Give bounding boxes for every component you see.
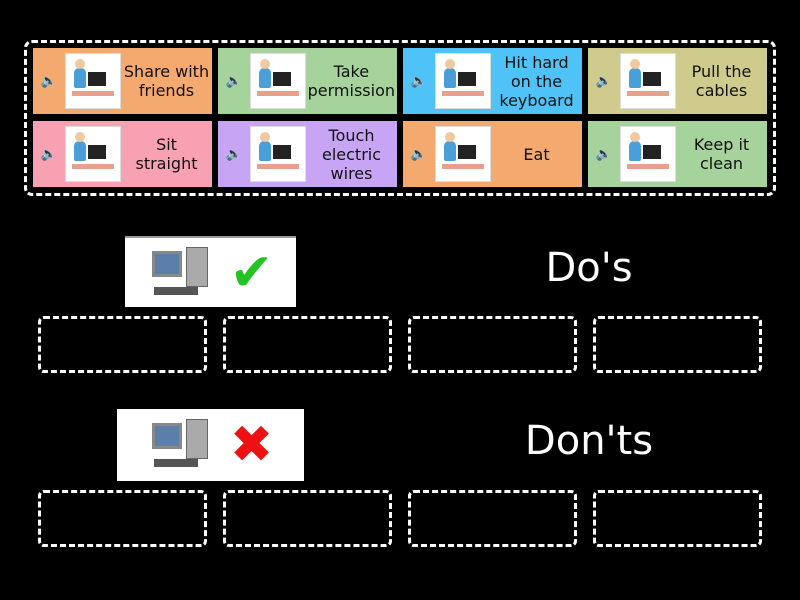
card-tray xyxy=(24,40,776,196)
card-label: Keep it clean xyxy=(693,135,750,173)
speaker-icon[interactable]: 🔈 xyxy=(595,146,613,162)
cross-icon: ✖ xyxy=(229,415,274,475)
card-illustration xyxy=(65,126,121,182)
answer-card[interactable]: 🔈 Touch electric wires xyxy=(218,121,397,187)
answer-card[interactable]: 🔈 Keep it clean xyxy=(588,121,767,187)
card-label: Touch electric wires xyxy=(321,125,382,183)
computer-icon xyxy=(148,245,218,301)
card-illustration xyxy=(620,53,676,109)
speaker-icon[interactable]: 🔈 xyxy=(595,73,613,89)
speaker-icon[interactable]: 🔈 xyxy=(225,146,243,162)
card-label: Sit straight xyxy=(135,135,198,173)
dos-drop-zone[interactable] xyxy=(593,316,762,373)
dos-drop-zone[interactable] xyxy=(223,316,392,373)
answer-card[interactable]: 🔈 Eat xyxy=(403,121,582,187)
card-label: Hit hard on the keyboard xyxy=(499,52,574,110)
dos-image: ✔ xyxy=(125,236,296,307)
dos-heading: Do's xyxy=(545,245,633,291)
card-illustration xyxy=(620,126,676,182)
answer-card[interactable]: 🔈 Hit hard on the keyboard xyxy=(403,48,582,114)
check-icon: ✔ xyxy=(229,242,274,303)
donts-image: ✖ xyxy=(117,409,304,481)
answer-card[interactable]: 🔈 Sit straight xyxy=(33,121,212,187)
speaker-icon[interactable]: 🔈 xyxy=(410,73,428,89)
card-illustration xyxy=(250,126,306,182)
donts-drop-zone[interactable] xyxy=(38,490,207,547)
computer-icon xyxy=(148,417,218,473)
speaker-icon[interactable]: 🔈 xyxy=(225,73,243,89)
answer-card[interactable]: 🔈 Pull the cables xyxy=(588,48,767,114)
speaker-icon[interactable]: 🔈 xyxy=(410,146,428,162)
speaker-icon[interactable]: 🔈 xyxy=(40,146,58,162)
card-illustration xyxy=(249,53,306,109)
card-label: Take permission xyxy=(307,62,395,100)
answer-card[interactable]: 🔈 Share with friends xyxy=(33,48,212,114)
card-illustration xyxy=(435,126,491,182)
dos-drop-zone[interactable] xyxy=(38,316,207,373)
answer-card[interactable]: 🔈 Take permission xyxy=(218,48,397,114)
donts-heading: Don'ts xyxy=(524,418,654,464)
card-label: Share with friends xyxy=(123,62,210,100)
donts-drop-zone[interactable] xyxy=(408,490,577,547)
donts-drop-zone[interactable] xyxy=(593,490,762,547)
donts-drop-zone[interactable] xyxy=(223,490,392,547)
card-label: Eat xyxy=(523,144,550,164)
dos-drop-zone[interactable] xyxy=(408,316,577,373)
card-label: Pull the cables xyxy=(691,62,752,100)
card-illustration xyxy=(65,53,121,109)
speaker-icon[interactable]: 🔈 xyxy=(40,73,58,89)
card-illustration xyxy=(435,53,491,109)
